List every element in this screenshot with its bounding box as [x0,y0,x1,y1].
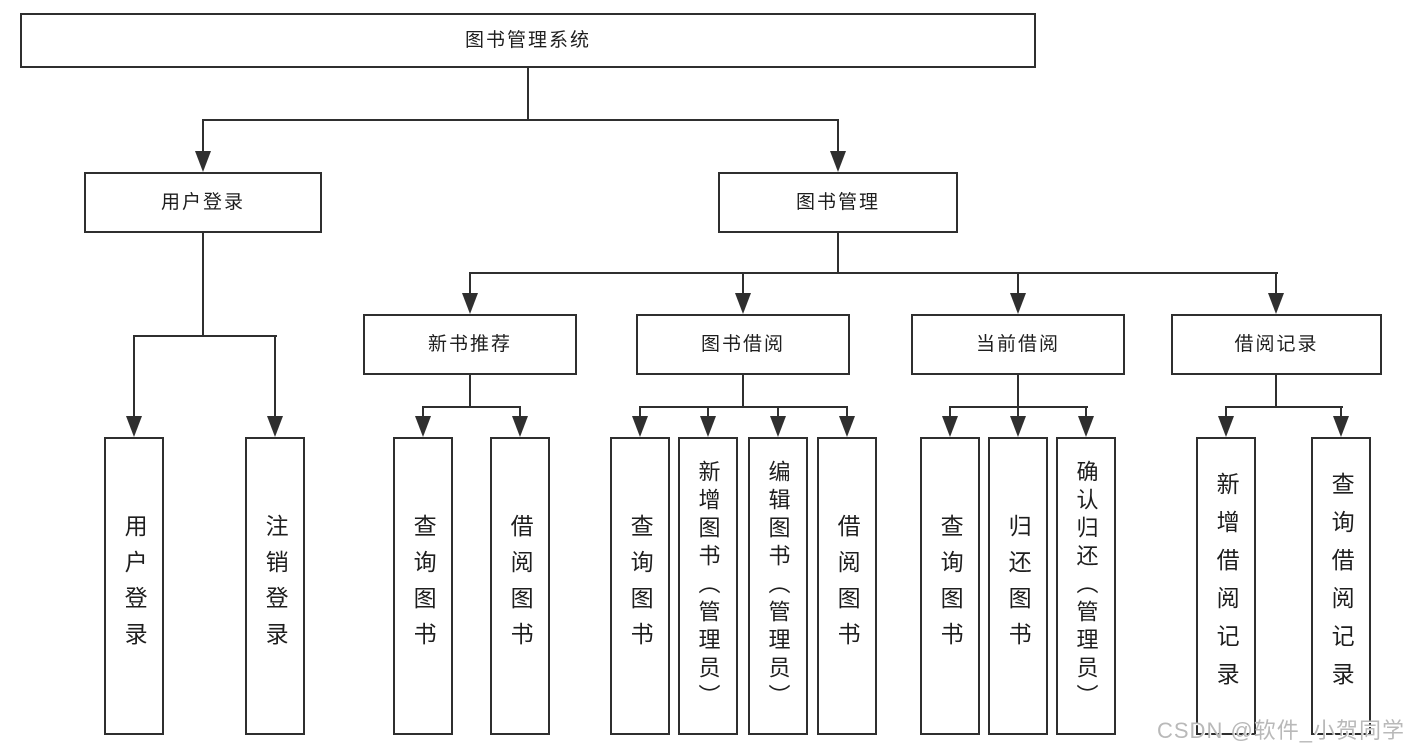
connector-book-borrow-split [639,406,848,408]
connector-borrow-records-split [1225,406,1343,408]
leaf-query-borrow-record: 查询借阅记录 [1311,437,1371,735]
leaf-return-books: 归还图书 [988,437,1048,735]
arrow-to-book-management [830,120,846,172]
connector-new-book-recommend-split [422,406,521,408]
arrow-to-leaf-confirm-return [1078,407,1094,437]
leaf-borrow-books-recommend: 借阅图书 [490,437,550,735]
connector-book-management-split [469,272,1278,274]
leaf-add-books-admin: 新增图书（管理员） [678,437,738,735]
connector-current-borrow-stem [1017,375,1019,408]
leaf-logout-login: 注销登录 [245,437,305,735]
arrow-to-leaf-query-books-2 [632,407,648,437]
csdn-watermark: CSDN @软件_小贺同学 [1157,718,1405,743]
arrow-to-book-borrow [735,273,751,314]
arrow-to-leaf-add-books [700,407,716,437]
node-library-management-system: 图书管理系统 [20,13,1036,68]
arrow-to-leaf-return-books [1010,407,1026,437]
arrow-to-leaf-query-books-3 [942,407,958,437]
connector-user-login-stem [202,233,204,337]
node-label: 查询图书 [410,514,437,658]
arrow-to-current-borrow [1010,273,1026,314]
leaf-borrow-books-borrow: 借阅图书 [817,437,877,735]
node-book-management: 图书管理 [718,172,958,233]
node-label: 查询借阅记录 [1328,472,1355,700]
node-label: 查询图书 [937,514,964,658]
node-label: 图书借阅 [700,334,785,355]
node-borrow-records: 借阅记录 [1171,314,1382,375]
node-label: 编辑图书（管理员） [765,460,791,712]
connector-root-split [202,119,839,121]
arrow-to-leaf-query-borrow-record [1333,407,1349,437]
connector-book-borrow-stem [742,375,744,408]
node-label: 注销登录 [262,514,289,658]
connector-borrow-records-stem [1275,375,1277,408]
connector-book-management-stem [837,233,839,274]
node-label: 图书管理 [795,192,880,213]
arrow-to-leaf-borrow-books-1 [512,407,528,437]
leaf-query-books-current: 查询图书 [920,437,980,735]
arrow-to-leaf-query-books-1 [415,407,431,437]
node-label: 借阅记录 [1234,334,1319,355]
node-current-borrow: 当前借阅 [911,314,1125,375]
node-label: 借阅图书 [507,514,534,658]
connector-user-login-split [133,335,277,337]
node-label: 确认归还（管理员） [1073,460,1099,712]
arrow-to-leaf-borrow-books-2 [839,407,855,437]
leaf-user-login: 用户登录 [104,437,164,735]
node-label: 新书推荐 [427,334,512,355]
node-label: 当前借阅 [975,334,1060,355]
leaf-edit-books-admin: 编辑图书（管理员） [748,437,808,735]
leaf-add-borrow-record: 新增借阅记录 [1196,437,1256,735]
leaf-query-books-recommend: 查询图书 [393,437,453,735]
node-label: 新增借阅记录 [1213,472,1240,700]
node-label: 归还图书 [1005,514,1032,658]
arrow-to-user-login [195,120,211,172]
arrow-to-borrow-records [1268,273,1284,314]
leaf-confirm-return-admin: 确认归还（管理员） [1056,437,1116,735]
node-label: 用户登录 [160,192,245,213]
node-label: 查询图书 [627,514,654,658]
arrow-to-new-book-recommend [462,273,478,314]
connector-new-book-recommend-stem [469,375,471,408]
arrow-to-leaf-add-borrow-record [1218,407,1234,437]
arrow-to-leaf-user-login [126,336,142,437]
arrow-to-leaf-edit-books [770,407,786,437]
node-new-book-recommend: 新书推荐 [363,314,577,375]
leaf-query-books-borrow: 查询图书 [610,437,670,735]
node-label: 图书管理系统 [464,30,591,51]
node-label: 用户登录 [121,514,148,658]
arrow-to-leaf-logout [267,336,283,437]
node-user-login: 用户登录 [84,172,322,233]
node-label: 借阅图书 [834,514,861,658]
node-book-borrow: 图书借阅 [636,314,850,375]
node-label: 新增图书（管理员） [695,460,721,712]
connector-root-stem [527,68,529,121]
